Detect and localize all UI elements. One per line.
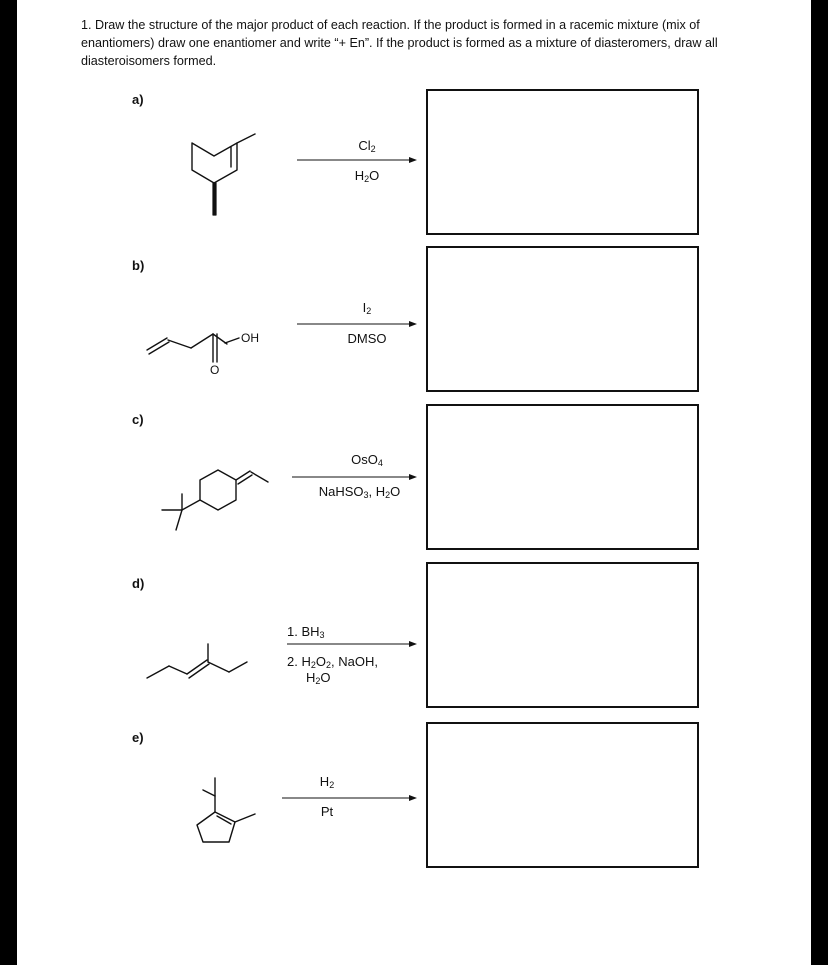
answer-box-c[interactable] <box>426 404 699 550</box>
reaction-arrow <box>292 474 417 480</box>
reagent-top: I2 <box>362 300 372 316</box>
molecule-cyclopentene <box>196 777 256 843</box>
instructions-text: 1. Draw the structure of the major produ… <box>81 18 718 68</box>
answer-box-e[interactable] <box>426 722 699 868</box>
answer-box-a[interactable] <box>426 89 699 235</box>
worksheet-page: 1. Draw the structure of the major produ… <box>17 0 811 965</box>
problem-label: b) <box>132 258 145 273</box>
reaction-arrow <box>297 157 417 163</box>
reagent-bottom: 2. H2O2, NaOH, <box>287 654 378 670</box>
reagent-top: H2 <box>319 774 335 790</box>
problem-e: e) H2 Pt <box>17 722 811 890</box>
problem-label: a) <box>132 92 144 107</box>
answer-box-b[interactable] <box>426 246 699 392</box>
problem-label: d) <box>132 576 145 591</box>
answer-box-d[interactable] <box>426 562 699 708</box>
hydroxyl-label: OH <box>241 331 259 345</box>
molecule-hydroxy-ketone: OH O <box>146 331 259 377</box>
oxygen-label: O <box>210 363 219 377</box>
problem-label: e) <box>132 730 144 745</box>
problem-b: b) OH O I2 DMSO <box>17 246 811 418</box>
problem-a: a) Cl2 H2O <box>17 89 811 252</box>
reagent-bottom: Pt <box>320 804 334 819</box>
molecule-alkylidene-cyclohexane <box>161 469 269 531</box>
reagent-bottom: NaHSO3, H2O <box>318 484 401 500</box>
reaction-arrow <box>287 641 417 647</box>
molecule-methylcyclohexene <box>191 133 256 216</box>
reagent-top: Cl2 <box>358 138 376 154</box>
problem-label: c) <box>132 412 144 427</box>
reagent-top: 1. BH3 <box>287 624 325 640</box>
reagent-bottom-line2: H2O <box>306 670 331 686</box>
problem-d: d) 1. BH3 2. H2O2, NaOH, H2O <box>17 562 811 736</box>
molecule-trisubstituted-alkene <box>146 643 248 679</box>
reagent-bottom: DMSO <box>347 331 387 346</box>
reagent-bottom: H2O <box>354 168 380 184</box>
reagent-top: OsO4 <box>351 452 383 468</box>
problem-c: c) OsO4 NaHSO3, H2O <box>17 404 811 572</box>
reaction-arrow <box>297 321 417 327</box>
reaction-arrow <box>282 795 417 801</box>
